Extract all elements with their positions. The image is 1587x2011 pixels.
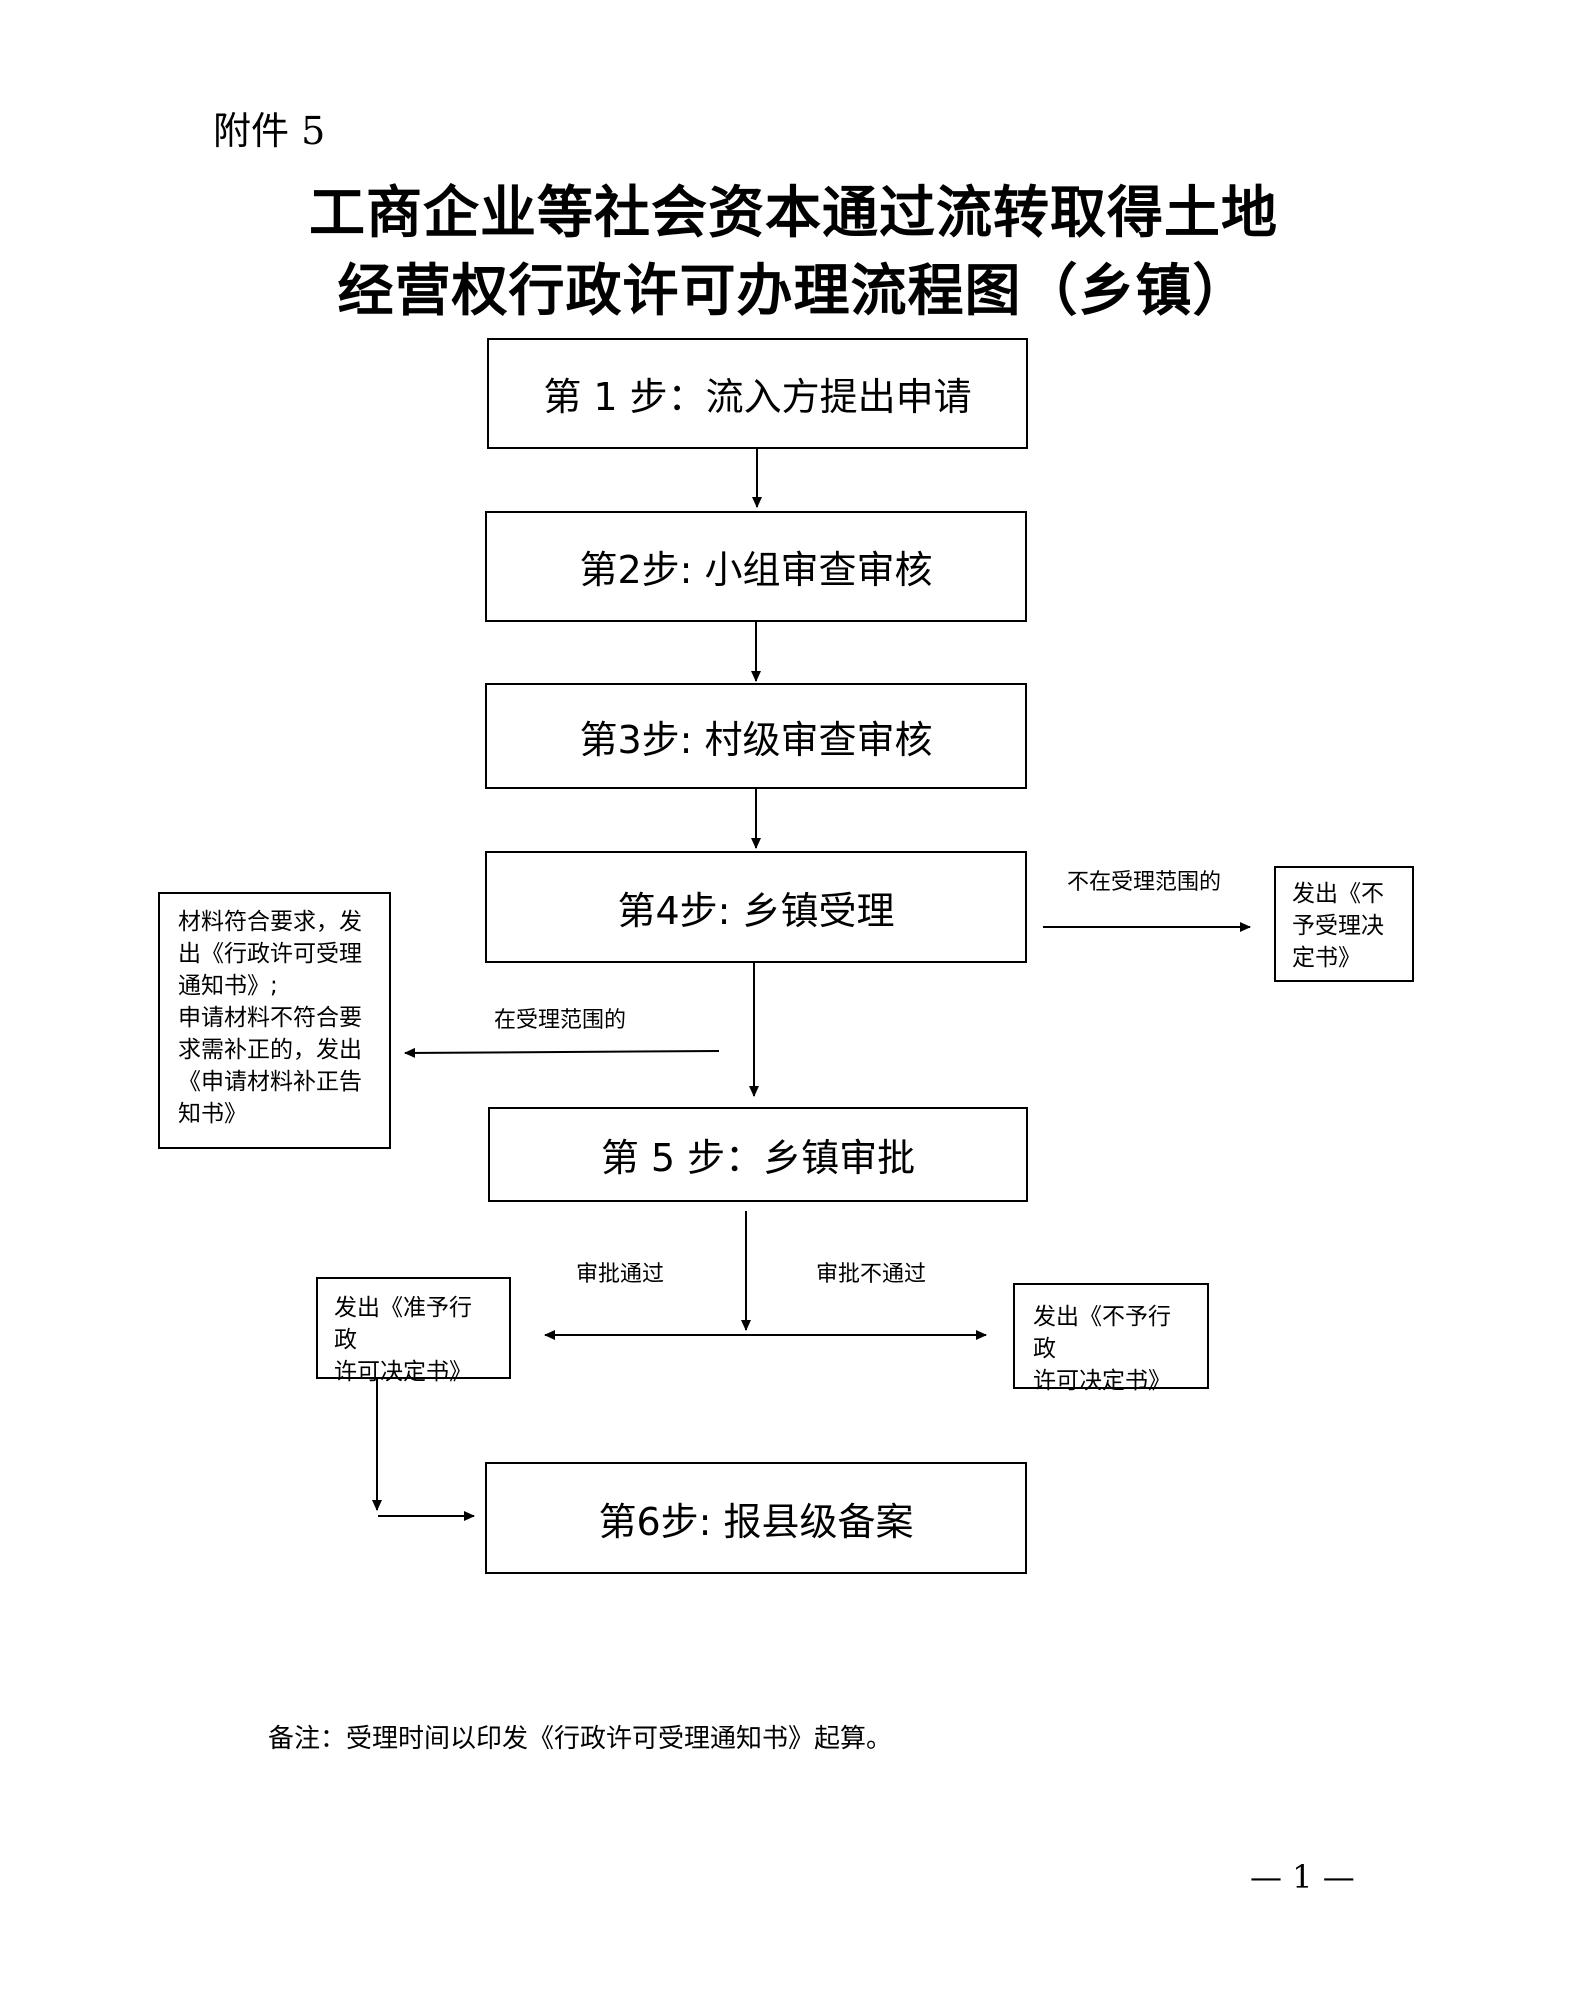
footnote: 备注：受理时间以印发《行政许可受理通知书》起算。 <box>268 1724 893 1754</box>
not-in-scope-label: 不在受理范围的 <box>1067 870 1222 895</box>
page-title-line2: 经营权行政许可办理流程图（乡镇） <box>337 258 1250 324</box>
reject-acceptance-box: 发出《不 予受理决 定书》 <box>1274 866 1414 982</box>
arrow-in-scope-notice <box>404 1047 720 1058</box>
step-3-box: 第3步: 村级审查审核 <box>485 683 1027 789</box>
approved-label: 审批通过 <box>576 1262 665 1287</box>
page-number: — 1 — <box>1250 1858 1355 1896</box>
page-title-line1: 工商企业等社会资本通过流转取得土地 <box>309 180 1278 246</box>
acceptance-notice-box: 材料符合要求，发 出《行政许可受理 通知书》; 申请材料不符合要 求需补正的，发… <box>158 892 391 1149</box>
step-6-box: 第6步: 报县级备案 <box>485 1462 1027 1574</box>
step-2-box: 第2步: 小组审查审核 <box>485 511 1027 622</box>
deny-decision-box: 发出《不予行政 许可决定书》 <box>1013 1283 1209 1394</box>
attachment-label: 附件 5 <box>213 109 326 153</box>
step-4-box: 第4步: 乡镇受理 <box>485 851 1027 963</box>
step-5-box: 第 5 步：乡镇审批 <box>488 1107 1028 1202</box>
grant-decision-box: 发出《准予行政 许可决定书》 <box>316 1277 511 1385</box>
not-approved-label: 审批不通过 <box>816 1262 927 1287</box>
in-scope-label: 在受理范围的 <box>494 1008 627 1033</box>
step-1-box: 第 1 步：流入方提出申请 <box>487 338 1028 449</box>
